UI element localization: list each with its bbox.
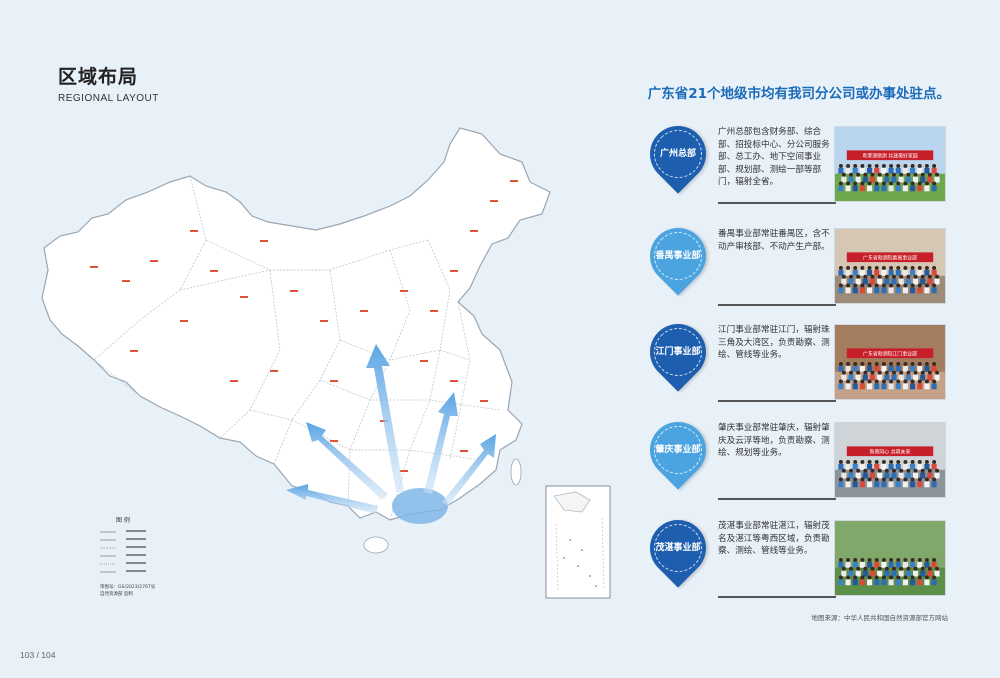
legend-title: 图 例 [116,516,130,524]
divider [718,596,836,598]
map-source-note: 地图来源：中华人民共和国自然资源部官方网站 [811,614,949,622]
division-description: 番禺事业部常驻番禺区，含不动产审核部、不动产生产部。 [718,229,830,252]
division-card: 肇庆事业部 肇庆事业部常驻肇庆，辐射肇庆及云浮等地，负责勘察、测绘、规划等业务。… [638,410,950,506]
arrow-east [442,434,496,506]
city-markers [90,180,518,472]
photo-scene: 新南同心 共筑未来 [835,423,945,497]
divider [718,498,836,500]
divider [718,400,836,402]
approval-number: 审图号：GS(2023)2767号 [100,583,156,590]
photo-banner-text: 粤港澳勘测 共建美好家园 [862,153,918,160]
division-card: 茂湛事业部 茂湛事业部常驻湛江，辐射茂名及湛江等粤西区域，负责勘察、测绘、管线等… [638,508,950,604]
division-name: 广州总部 [659,149,696,159]
division-description: 江门事业部常驻江门，辐射珠三角及大湾区，负责勘察、测绘、管线等业务。 [718,325,830,360]
division-card: 番禺事业部 番禺事业部常驻番禺区，含不动产审核部、不动产生产部。 广东省勘测院番… [638,216,950,312]
photo-banner-text: 广东省勘测院江门事业部 [863,351,917,358]
division-description: 肇庆事业部常驻肇庆，辐射肇庆及云浮等地，负责勘察、测绘、规划等业务。 [718,423,830,458]
photo-scene: 广东省勘测院江门事业部 [835,325,945,399]
photo-banner-text: 新南同心 共筑未来 [870,449,911,456]
arrow-north [366,344,404,492]
taiwan-island [510,458,522,486]
photo-scene: 广东省勘测院番禺事业部 [835,229,945,303]
division-name: 肇庆事业部 [655,445,701,455]
team-photo [834,520,946,596]
photo-scene [835,521,945,595]
page-number: 103 / 104 [20,650,56,660]
page-title: 区域布局 [58,66,139,88]
team-photo: 新南同心 共筑未来 [834,422,946,498]
arrow-northeast [424,392,458,494]
guangdong-highlight [392,488,448,524]
division-card: 江门事业部 江门事业部常驻江门，辐射珠三角及大湾区，负责勘察、测绘、管线等业务。… [638,312,950,408]
south-china-sea-inset [545,485,611,599]
arrow-northwest [306,422,388,500]
arrow-west [286,484,378,514]
division-list: 广州总部 广州总部包含财务部、综合部、招投标中心、分公司服务部、总工办、地下空间… [638,114,950,604]
division-name: 番禺事业部 [655,251,701,261]
radiation-arrows [286,344,496,514]
photo-banner-text: 广东省勘测院番禺事业部 [863,255,917,262]
divider [718,304,836,306]
page-subtitle: REGIONAL LAYOUT [58,93,159,104]
mainland-outline [41,127,551,521]
photo-scene: 粤港澳勘测 共建美好家园 [835,127,945,201]
map-publisher: 自然资源部 监制 [100,590,133,597]
division-description: 广州总部包含财务部、综合部、招投标中心、分公司服务部、总工办、地下空间事业部、规… [718,127,830,187]
divider [718,202,836,204]
headline: 广东省21个地级市均有我司分公司或办事处驻点。 [647,86,950,102]
division-name: 茂湛事业部 [655,543,701,553]
map-legend: 图 例 审图号：GS(2023)2767号 自然资源部 监制 [100,516,156,597]
team-photo: 广东省勘测院江门事业部 [834,324,946,400]
division-name: 江门事业部 [655,347,701,357]
china-map: 图 例 审图号：GS(2023)2767号 自然资源部 监制 [30,120,620,630]
team-photo: 粤港澳勘测 共建美好家园 [834,126,946,202]
china-map-svg: 图 例 审图号：GS(2023)2767号 自然资源部 监制 [41,127,611,599]
division-description: 茂湛事业部常驻湛江，辐射茂名及湛江等粤西区域，负责勘察、测绘、管线等业务。 [718,521,830,556]
hainan-island [363,536,389,554]
division-card: 广州总部 广州总部包含财务部、综合部、招投标中心、分公司服务部、总工办、地下空间… [638,114,950,210]
team-photo: 广东省勘测院番禺事业部 [834,228,946,304]
province-borders [93,175,501,521]
